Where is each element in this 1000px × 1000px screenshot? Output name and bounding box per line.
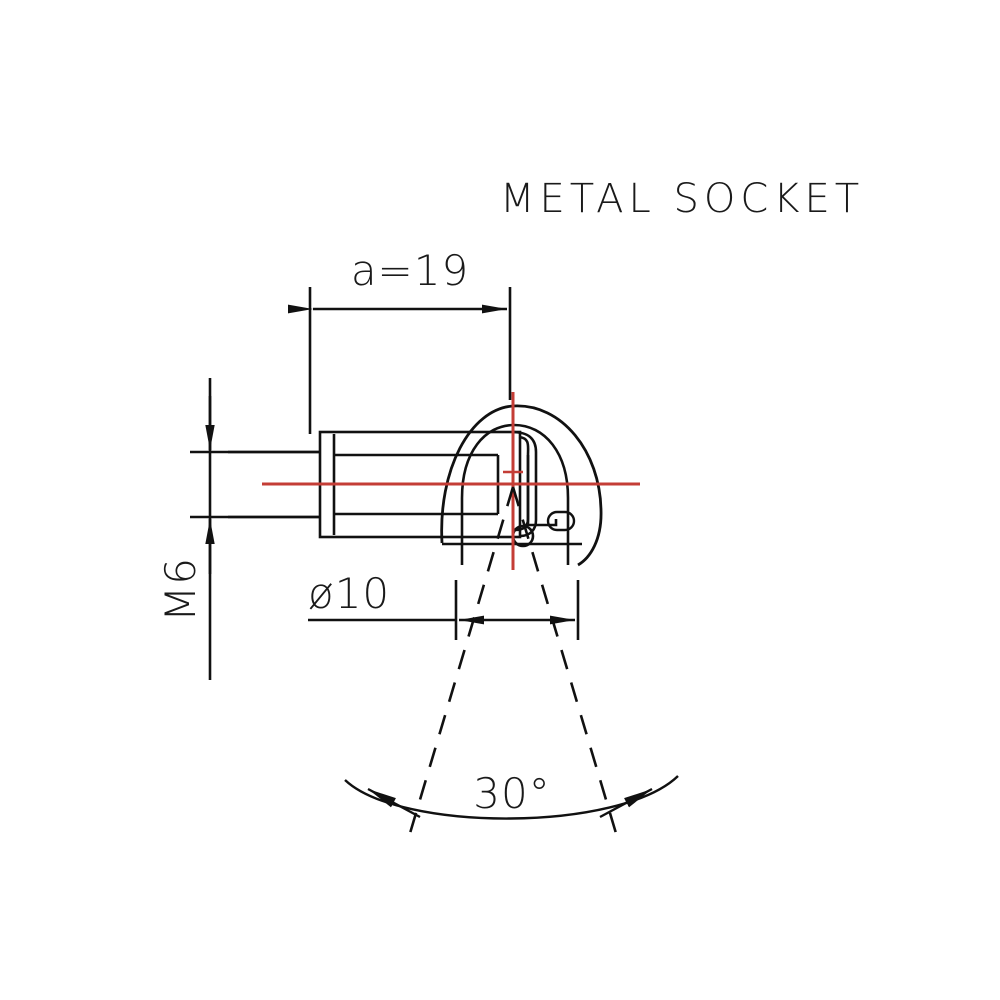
dimension-bore-d10 xyxy=(308,580,580,640)
centerlines xyxy=(262,392,640,570)
angle-line-right xyxy=(511,486,620,841)
socket-outer-arc xyxy=(440,404,603,567)
drawing-title: METAL SOCKET xyxy=(500,176,864,222)
angle-line-left xyxy=(406,486,515,841)
angle-construction-lines xyxy=(406,486,620,841)
socket-head-outer xyxy=(440,404,603,567)
clip-hook xyxy=(526,455,558,527)
dimension-label-bore: ø10 xyxy=(308,569,390,618)
dimension-label-length: a=19 xyxy=(351,246,469,295)
dimension-label-angle: 30° xyxy=(473,769,550,818)
dimension-angle-30 xyxy=(344,775,679,820)
socket-slot-detail xyxy=(546,510,576,532)
dimension-length-a19 xyxy=(288,287,512,434)
dimension-label-thread: M6 xyxy=(156,557,205,622)
threaded-shaft xyxy=(228,450,330,519)
angle-arrow-left xyxy=(367,787,421,819)
angle-arrow-right xyxy=(599,787,653,819)
